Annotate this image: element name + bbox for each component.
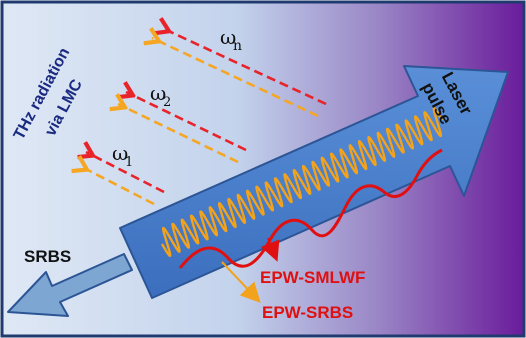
thz-arrow-omega1-red <box>86 152 165 194</box>
omega-1-subscript: 1 <box>125 155 133 170</box>
omega-1-symbol: ω <box>112 141 128 165</box>
omega-n-symbol: ω <box>220 25 236 49</box>
wakefield-wave <box>178 148 443 269</box>
thz-arrow-omega2-red <box>126 92 247 152</box>
epw-srbs-label: EPW-SRBS <box>262 303 353 322</box>
thz-radiation-arrows <box>80 28 327 206</box>
thz-arrow-omega2-orange <box>118 104 239 164</box>
omega-2-subscript: 2 <box>163 95 171 110</box>
epw-srbs-pointer <box>221 261 261 303</box>
epw-smlwf-label: EPW-SMLWF <box>260 268 365 287</box>
omega-n-subscript: n <box>233 38 242 54</box>
srbs-arrow <box>7 253 133 317</box>
omega-2-symbol: ω <box>150 81 166 105</box>
thz-arrow-omegan-red <box>162 28 327 106</box>
epw-smlwf-pointer <box>260 237 280 262</box>
srbs-label: SRBS <box>24 247 71 266</box>
thz-arrow-omegan-orange <box>152 38 319 118</box>
plasma-oscillation <box>160 106 444 258</box>
